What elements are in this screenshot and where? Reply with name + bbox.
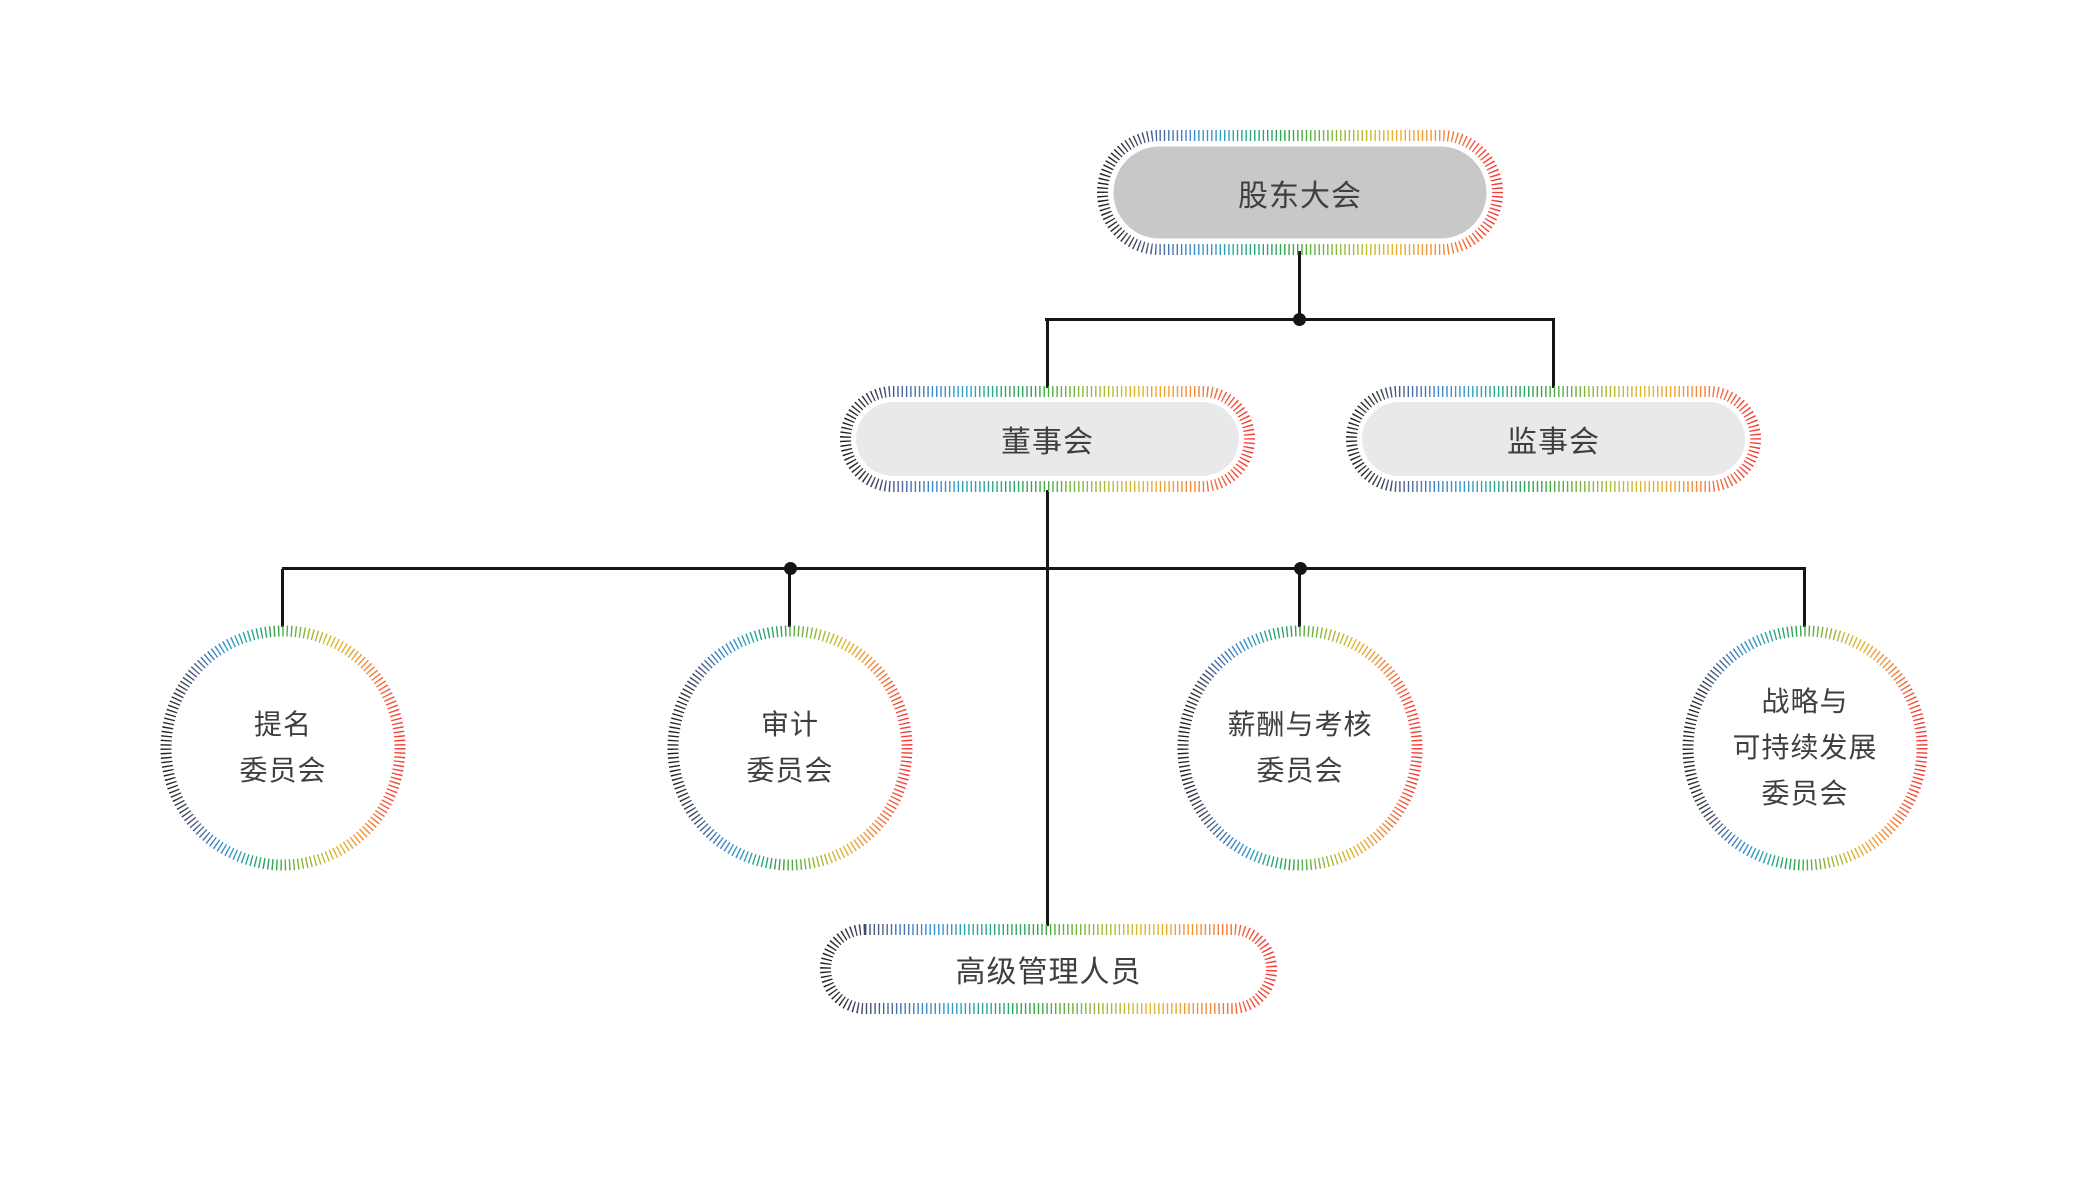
node-board-of-directors: 董事会	[840, 386, 1255, 492]
connector-board-drop	[1046, 320, 1049, 388]
label-line: 可持续发展	[1732, 732, 1878, 763]
node-supervisory-board: 监事会	[1346, 386, 1761, 492]
connector-committee4-drop	[1803, 569, 1806, 627]
rainbow-dashed-ring	[1097, 130, 1503, 255]
connector-committee1-drop	[281, 569, 284, 627]
connector-supervisory-drop	[1552, 320, 1555, 388]
node-label-supervisory: 监事会	[1507, 426, 1600, 459]
node-shareholders-meeting: 股东大会	[1097, 130, 1503, 255]
pill-fill	[856, 402, 1239, 476]
connector-committee3-drop	[1298, 569, 1301, 627]
rainbow-dashed-ring	[667, 625, 913, 871]
node-label-audit: 审计 委员会	[667, 625, 913, 871]
label-line: 提名	[253, 709, 312, 740]
node-label-remuneration: 薪酬与考核 委员会	[1177, 625, 1423, 871]
connector-committee2-drop	[788, 569, 791, 627]
label-line: 薪酬与考核	[1227, 709, 1373, 740]
label-line: 委员会	[239, 755, 327, 786]
label-line: 审计	[760, 709, 819, 740]
rainbow-dashed-ring	[160, 625, 406, 871]
label-line: 战略与	[1761, 686, 1849, 717]
label-line: 委员会	[746, 755, 834, 786]
rainbow-dashed-ring	[1346, 386, 1761, 492]
rainbow-dashed-ring	[840, 386, 1255, 492]
node-strategy-sustainability-committee: 战略与 可持续发展 委员会	[1682, 625, 1928, 871]
label-line: 委员会	[1256, 755, 1344, 786]
junction-dot-committee3	[1294, 562, 1307, 575]
junction-dot-committee2	[784, 562, 797, 575]
node-remuneration-assessment-committee: 薪酬与考核 委员会	[1177, 625, 1423, 871]
pill-fill	[1362, 402, 1745, 476]
connector-root-vertical	[1298, 251, 1301, 321]
node-label-strategy: 战略与 可持续发展 委员会	[1682, 625, 1928, 871]
node-label-board: 董事会	[1001, 426, 1094, 459]
connector-board-to-management	[1046, 490, 1049, 926]
connector-committees-horizontal	[282, 567, 1806, 570]
node-label-shareholders: 股东大会	[1238, 179, 1362, 213]
pill-fill	[1113, 146, 1487, 239]
rainbow-dashed-ring	[1682, 625, 1928, 871]
node-label-management: 高级管理人员	[955, 956, 1142, 989]
node-senior-management: 高级管理人员	[820, 924, 1277, 1014]
junction-dot-root	[1293, 313, 1306, 326]
rainbow-dashed-ring	[1177, 625, 1423, 871]
node-nomination-committee: 提名 委员会	[160, 625, 406, 871]
label-line: 委员会	[1761, 778, 1849, 809]
node-audit-committee: 审计 委员会	[667, 625, 913, 871]
node-label-nomination: 提名 委员会	[160, 625, 406, 871]
